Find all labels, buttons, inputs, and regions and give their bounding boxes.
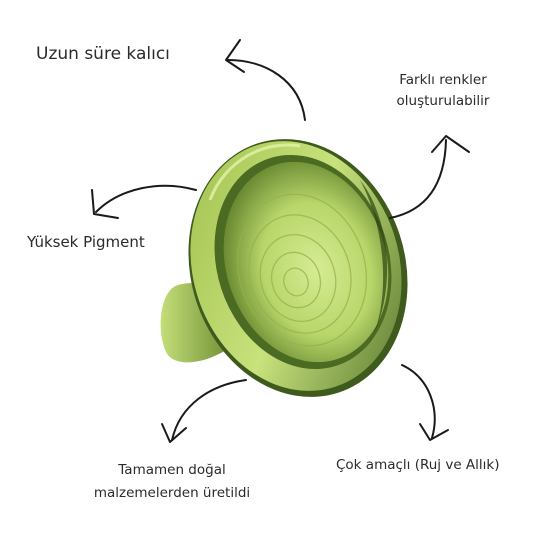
feature-pigment: Yüksek Pigment [27,233,145,251]
feature-colors: Farklı renkler oluşturulabilir [378,70,508,112]
swirl-texture [236,193,368,347]
arrow-multi [401,364,449,441]
feature-colors-line-2: oluşturulabilir [396,93,490,109]
arrows [91,39,470,443]
feature-multi-purpose: Çok amaçlı (Ruj ve Allık) [336,457,500,473]
feature-natural-line-2: malzemelerden üretildi [93,485,251,501]
feature-colors-line-1: Farklı renkler [399,72,487,88]
arrow-pigment [91,184,197,219]
feature-long-lasting: Uzun süre kalıcı [36,44,170,64]
feature-natural-line-1: Tamamen doğal [118,462,226,478]
arrow-natural [161,379,247,443]
arrow-long-lasting [225,39,306,121]
product-dish [188,139,408,397]
feature-natural: Tamamen doğal malzemelerden üretildi [84,459,260,505]
arrow-colors [389,135,470,219]
